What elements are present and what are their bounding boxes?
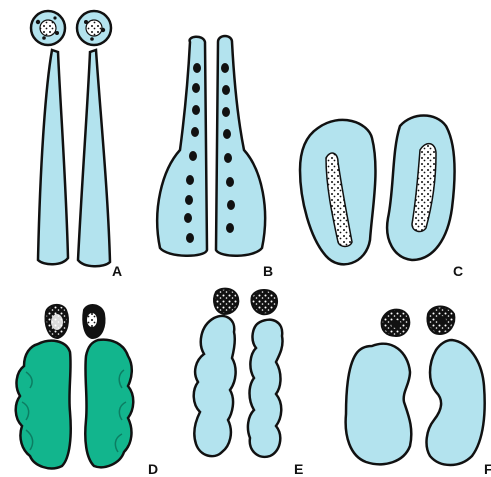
panel-f-label: F bbox=[484, 461, 491, 477]
panel-a-cell-right bbox=[77, 11, 111, 266]
panel-f-nucleus-left bbox=[382, 310, 410, 336]
panel-c: C bbox=[300, 116, 463, 280]
panel-b-cell-right bbox=[216, 36, 265, 256]
panel-e: E bbox=[194, 289, 304, 477]
panel-b-label: B bbox=[263, 263, 273, 279]
panel-b: B bbox=[157, 36, 273, 279]
panel-d-mass-left bbox=[16, 341, 71, 469]
panel-c-cell-right bbox=[387, 116, 454, 261]
panel-d-nucleus-left bbox=[46, 305, 68, 338]
panel-a-cell-left bbox=[31, 11, 68, 264]
panel-d: D bbox=[16, 305, 158, 477]
panel-c-cell-left bbox=[300, 120, 375, 264]
panel-d-mass-right bbox=[85, 340, 133, 468]
panel-d-label: D bbox=[148, 461, 158, 477]
panel-c-label: C bbox=[453, 263, 463, 279]
panel-e-nucleus-left bbox=[214, 289, 238, 314]
panel-a: A bbox=[31, 11, 122, 279]
panel-d-nucleus-right bbox=[83, 305, 104, 338]
panel-f-nucleus-right bbox=[428, 307, 455, 335]
panel-f-body-right bbox=[427, 340, 485, 465]
panel-e-chain-right bbox=[248, 320, 283, 457]
panel-b-cell-left bbox=[157, 37, 207, 256]
panel-e-nucleus-right bbox=[251, 290, 277, 314]
panel-e-chain-left bbox=[194, 316, 236, 456]
panel-a-label: A bbox=[112, 263, 122, 279]
panel-e-label: E bbox=[294, 461, 303, 477]
panel-f-body-left bbox=[346, 344, 412, 465]
panel-f: F bbox=[346, 307, 491, 477]
